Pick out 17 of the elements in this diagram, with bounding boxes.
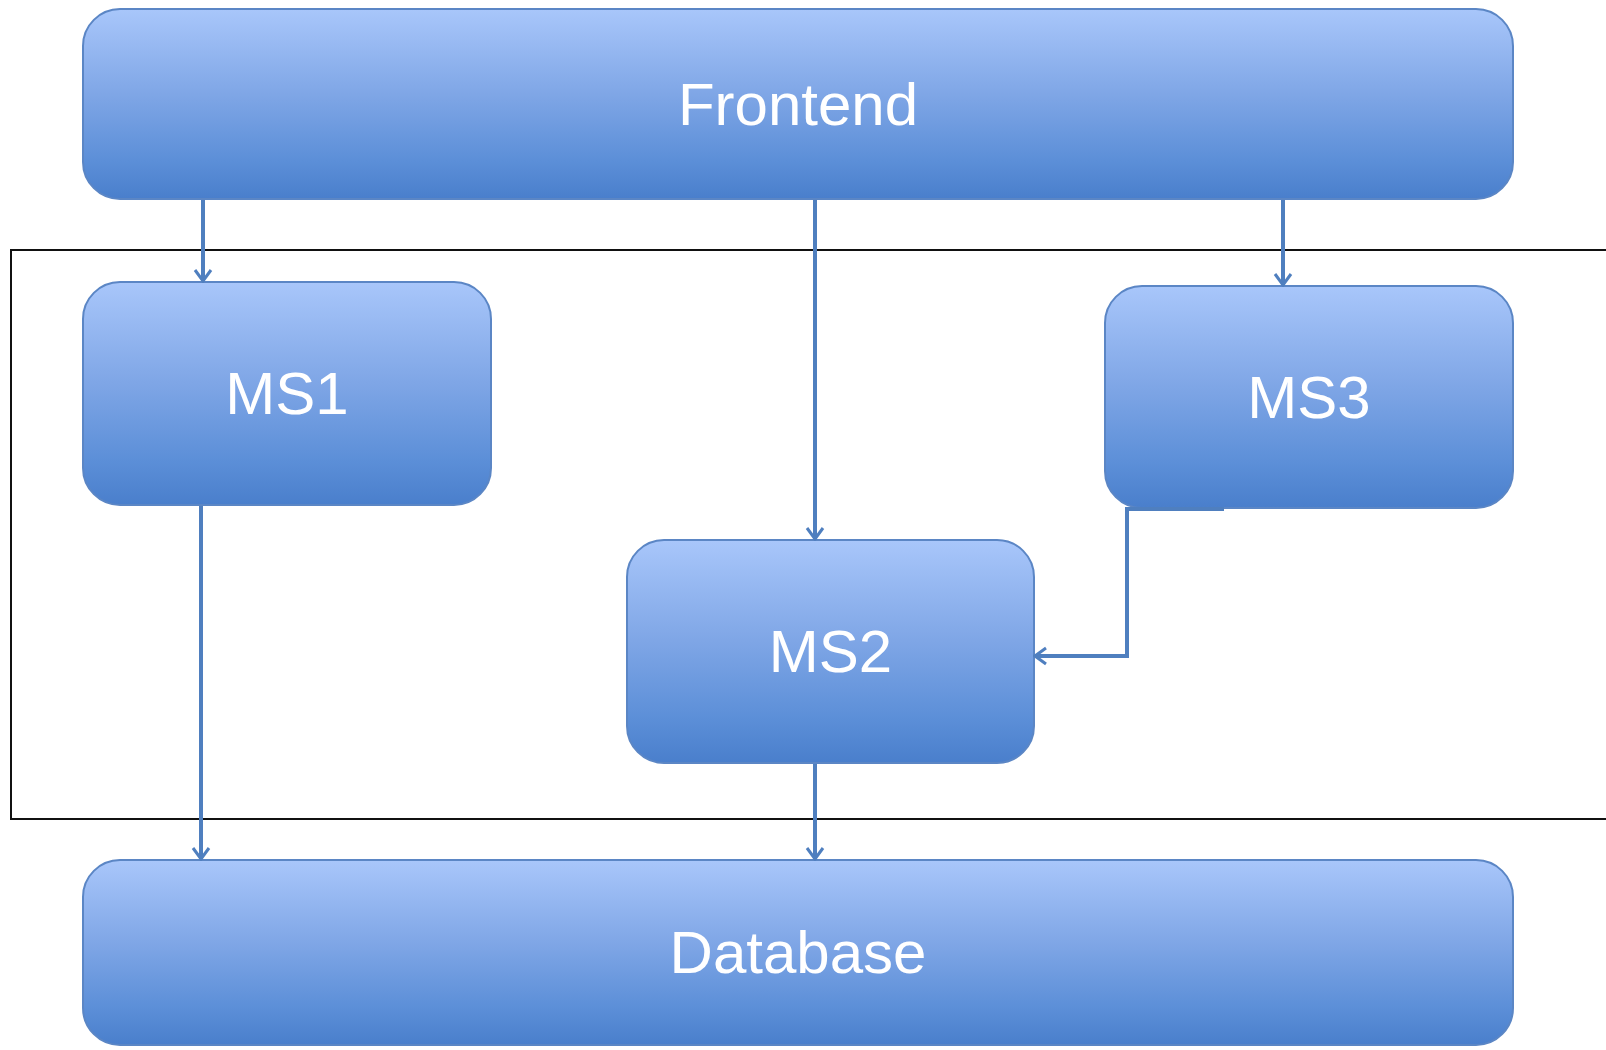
group-frame <box>10 249 1606 820</box>
arrow <box>191 506 211 861</box>
arrow <box>1273 200 1293 287</box>
arrow <box>805 200 825 541</box>
box-label: Database <box>669 918 927 987</box>
box-label: Frontend <box>677 69 919 139</box>
box-label: MS1 <box>225 359 349 428</box>
box-label: MS3 <box>1247 362 1371 432</box>
arrow <box>193 200 213 283</box>
service-box <box>82 281 492 506</box>
box-label: MS2 <box>768 617 893 686</box>
service-box <box>626 539 1035 764</box>
arrow <box>805 764 825 861</box>
arrow <box>1033 507 1224 666</box>
service-box <box>82 859 1514 1046</box>
service-box <box>82 8 1514 200</box>
service-box <box>1104 285 1514 509</box>
